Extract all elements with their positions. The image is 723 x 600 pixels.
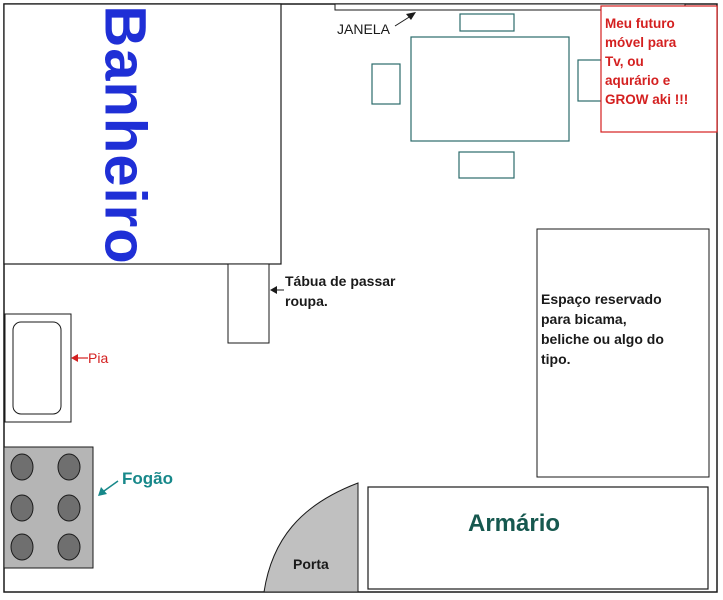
stove-burner (57, 533, 81, 561)
sink-arrow-head (71, 354, 78, 362)
stove-burner (10, 453, 34, 481)
stove-burner (57, 453, 81, 481)
window-arrow-head (406, 12, 416, 20)
chair-bottom (458, 151, 515, 179)
bed-space-label: Espaço reservado para bicama, beliche ou… (541, 289, 664, 369)
sink-label: Pia (88, 350, 109, 366)
stove-arrow-line (103, 480, 119, 492)
note-line: GROW aki !!! (605, 92, 689, 107)
stove-arrow-head (98, 487, 107, 496)
ironing-board-label: Tábua de passar roupa. (285, 271, 396, 311)
bed-line: beliche ou algo do (541, 331, 664, 347)
sink-basin (12, 321, 62, 415)
note-line: móvel para (605, 35, 677, 50)
ironing-line: Tábua de passar (285, 273, 396, 289)
stove-label: Fogão (122, 469, 173, 488)
note-line: aqurário e (605, 73, 671, 88)
door-swing (263, 482, 359, 593)
bathroom-room (3, 3, 282, 265)
bathroom-label: Banheiro (92, 5, 158, 265)
ironing-board (227, 263, 270, 344)
bed-line: tipo. (541, 351, 571, 367)
note-line: Tv, ou (605, 54, 644, 69)
bed-line: Espaço reservado (541, 291, 662, 307)
dining-table (410, 36, 570, 142)
window-label: JANELA (337, 21, 390, 37)
wardrobe-label: Armário (468, 510, 561, 537)
future-furniture-note: Meu futuro móvel para Tv, ou aqurário e … (605, 14, 688, 109)
ironing-arrow-head (270, 286, 277, 294)
door-label: Porta (293, 556, 329, 572)
ironing-line: roupa. (285, 293, 328, 309)
bed-space (536, 228, 710, 478)
wardrobe (367, 486, 709, 590)
future-furniture-box (600, 5, 718, 133)
note-line: Meu futuro (605, 16, 675, 31)
chair-top (459, 13, 515, 32)
bed-line: para bicama, (541, 311, 627, 327)
stove-burner (10, 494, 34, 522)
stove-burner (10, 533, 34, 561)
stove-burner (57, 494, 81, 522)
chair-left (371, 63, 401, 105)
